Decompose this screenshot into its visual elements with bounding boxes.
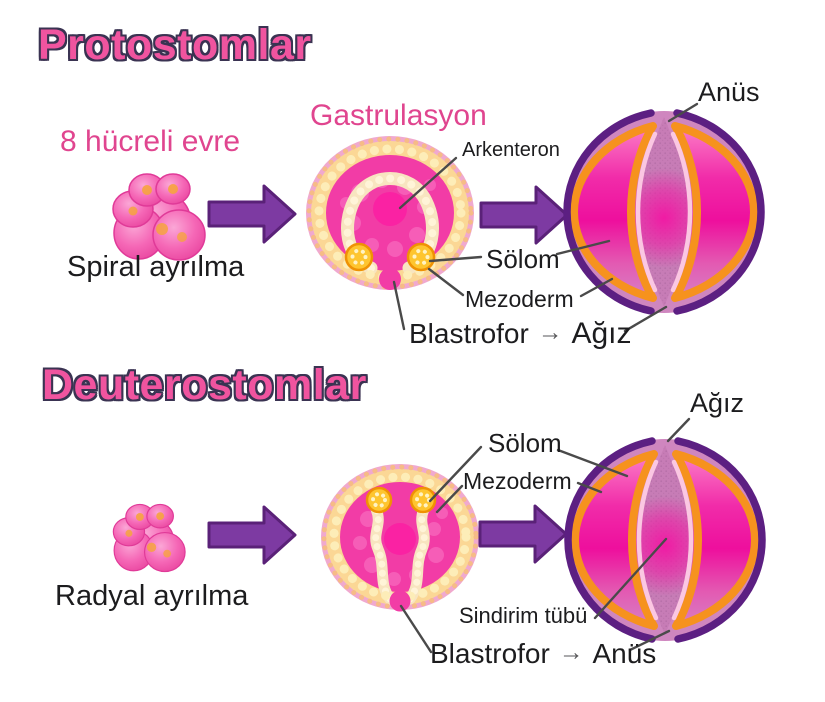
deuterostome-title: Deuterostomlar [42,361,367,409]
leader-line-mezoderm-right [579,277,614,298]
becomes-arrow-icon: → [537,318,563,346]
flow-arrow-icon [479,185,569,245]
leader-line-mezoderm2-right [576,481,603,494]
leader-line-solom-left [428,255,483,263]
flow-arrow-icon [478,504,568,564]
blastopore-opening [389,590,411,612]
coelom-label-deuterostome: Sölom [488,428,562,458]
mesoderm-label-deuterostome: Mezoderm [463,468,572,494]
anus-label-deuterostome: Anüs [592,638,657,669]
gastrula-deuterostome-illustration [321,464,479,612]
blastopore-label-deuterostome: Blastrofor [430,638,550,669]
leader-line-arkenteron [398,156,458,210]
coelom-pouch [365,486,393,514]
becomes-arrow-icon: → [558,638,584,666]
leader-line-agiz2 [666,417,691,443]
blastopore-label-protostome: Blastrofor [409,318,529,350]
gastrula-protostome-illustration [306,136,474,290]
mesoderm-label-protostome: Mezoderm [465,286,574,312]
coelom-label-protostome: Sölom [486,244,560,274]
digestive-tube-label: Sindirim tübü [459,603,588,628]
eight-cell-embryo-protostome [112,173,206,261]
anus-label-protostome: Anüs [698,77,760,107]
blastopore-fate-row-deuterostome: Blastrofor → Anüs [430,638,657,669]
coelom-pouch [409,486,437,514]
mouth-label-protostome: Ağız [571,317,632,350]
flow-arrow-icon [207,184,297,244]
protostome-title: Protostomlar [38,21,312,69]
eight-cell-embryo-deuterostome [112,503,186,573]
leader-lines [392,102,699,654]
leader-line-solom2-right [556,448,629,478]
leader-line-agiz [623,305,668,333]
leader-line-solom-right [555,239,611,256]
leader-line-mezoderm-left [427,267,465,297]
leader-line-anus2 [628,629,671,652]
leader-line-sindirim-tubu [593,537,668,620]
coelom-pouch [406,242,436,272]
leader-line-solom2-left [428,445,483,503]
radial-cleavage-label: Radyal ayrılma [55,580,249,612]
spiral-cleavage-label: Spiral ayrılma [67,251,245,283]
gastrulation-label: Gastrulasyon [310,99,487,132]
archenteron-label: Arkenteron [462,139,560,161]
adult-cross-section-protostome [567,111,761,313]
mouth-label-deuterostome: Ağız [690,388,745,418]
coelom-pouch [344,242,374,272]
flow-arrow-icon [207,505,297,565]
blastopore-fate-row-protostome: Blastrofor → Ağız [409,317,632,350]
eight-cell-stage-label: 8 hücreli evre [60,125,241,158]
leader-line-blastrofor2 [399,604,433,654]
leader-line-mezoderm2-left [435,484,464,514]
leader-line-anus [667,102,699,123]
blastopore-opening [379,268,401,290]
leader-line-blastrofor [392,280,406,331]
